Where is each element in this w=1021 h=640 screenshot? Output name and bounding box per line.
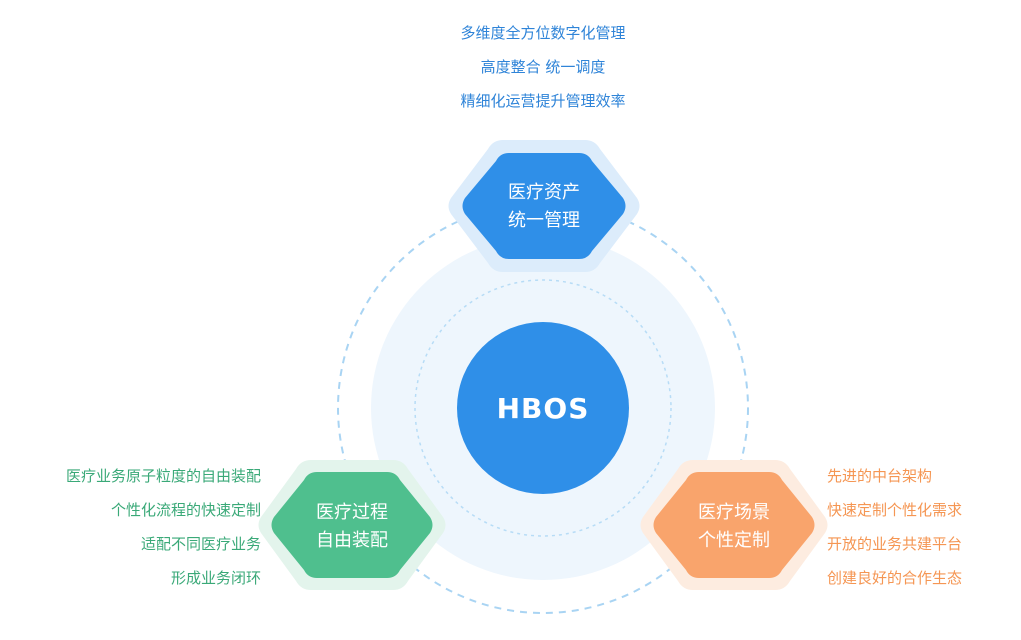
node-left-label-line2: 自由装配	[316, 530, 388, 551]
right-desc-3: 开放的业务共建平台	[827, 535, 962, 553]
left-desc-1: 医疗业务原子粒度的自由装配	[66, 467, 261, 485]
core-label: HBOS	[497, 392, 590, 425]
node-left-hex	[271, 472, 433, 578]
node-top-hex	[462, 153, 626, 259]
node-right-label-line1: 医疗场景	[698, 502, 770, 523]
node-left-label-line1: 医疗过程	[316, 502, 388, 523]
left-desc-4: 形成业务闭环	[171, 569, 261, 587]
left-desc-2: 个性化流程的快速定制	[111, 501, 261, 519]
top-desc-3: 精细化运营提升管理效率	[460, 92, 625, 110]
top-desc-2: 高度整合 统一调度	[481, 58, 606, 76]
node-top-label-line2: 统一管理	[508, 210, 580, 231]
node-top-label-line1: 医疗资产	[508, 182, 580, 203]
right-desc-4: 创建良好的合作生态	[827, 569, 962, 587]
core-circle	[457, 322, 629, 494]
top-descriptions: 多维度全方位数字化管理 高度整合 统一调度 精细化运营提升管理效率	[460, 24, 625, 110]
left-desc-3: 适配不同医疗业务	[141, 535, 261, 553]
left-descriptions: 医疗业务原子粒度的自由装配 个性化流程的快速定制 适配不同医疗业务 形成业务闭环	[66, 467, 261, 587]
right-desc-2: 快速定制个性化需求	[827, 501, 962, 519]
right-desc-1: 先进的中台架构	[827, 467, 932, 485]
right-descriptions: 先进的中台架构 快速定制个性化需求 开放的业务共建平台 创建良好的合作生态	[827, 467, 962, 587]
node-right-hex	[653, 472, 815, 578]
top-desc-1: 多维度全方位数字化管理	[460, 24, 625, 42]
node-right-label-line2: 个性定制	[698, 530, 770, 551]
inner-dashed-orbit	[414, 279, 672, 537]
node-top: 医疗资产 统一管理	[448, 140, 640, 272]
node-right: 医疗场景 个性定制	[640, 460, 828, 590]
node-left: 医疗过程 自由装配	[258, 460, 446, 590]
